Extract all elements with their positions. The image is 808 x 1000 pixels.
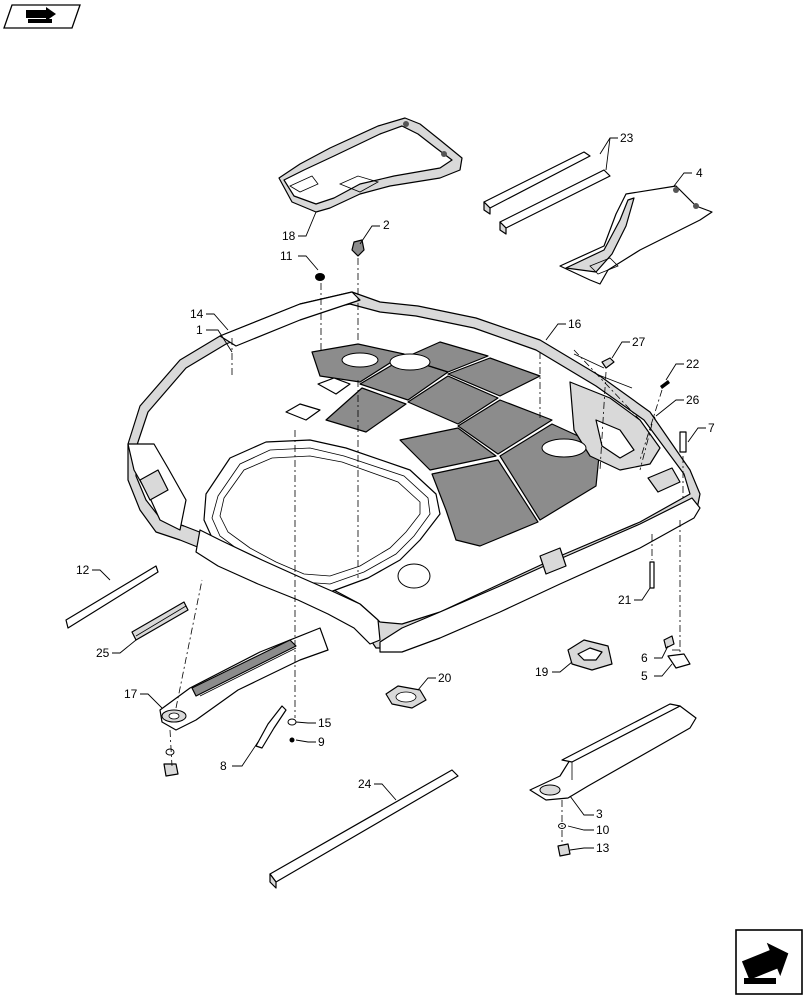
callout-10: 10 xyxy=(567,823,610,837)
callout-27-label: 27 xyxy=(632,335,646,349)
callout-12-label: 12 xyxy=(76,563,90,577)
callout-3: 3 xyxy=(569,795,603,821)
callout-11: 11 xyxy=(280,249,319,271)
callout-25-label: 25 xyxy=(96,646,110,660)
callout-26: 26 xyxy=(655,393,700,417)
callout-7-label: 7 xyxy=(708,421,715,435)
part-3-duct xyxy=(529,703,697,801)
assembly-lines xyxy=(169,258,684,844)
callout-5: 5 xyxy=(641,663,673,683)
callout-19-label: 19 xyxy=(535,665,549,679)
callout-1-label: 1 xyxy=(196,323,203,337)
callout-12: 12 xyxy=(76,563,111,581)
part-2-clip xyxy=(351,239,365,257)
callout-8-label: 8 xyxy=(220,759,227,773)
callout-18-label: 18 xyxy=(282,229,296,243)
callout-10-label: 10 xyxy=(596,823,610,837)
part-27-clip xyxy=(601,357,615,369)
callout-9-label: 9 xyxy=(318,735,325,749)
part-15-washer xyxy=(287,718,297,726)
callout-21: 21 xyxy=(618,587,651,607)
callout-17: 17 xyxy=(124,687,163,709)
callout-4-label: 4 xyxy=(696,166,703,180)
part-21-rod xyxy=(649,561,655,589)
callout-13-label: 13 xyxy=(596,841,610,855)
part-23-strips xyxy=(483,151,611,235)
part-5-bracket xyxy=(667,649,691,669)
part-7-bolt xyxy=(679,431,687,453)
callout-25: 25 xyxy=(96,639,137,660)
callout-14-label: 14 xyxy=(190,307,204,321)
next-arrow-icon[interactable] xyxy=(735,929,803,995)
callout-1: 1 xyxy=(196,323,233,353)
callout-22-label: 22 xyxy=(686,357,700,371)
callout-17-label: 17 xyxy=(124,687,138,701)
callout-4: 4 xyxy=(673,166,703,187)
callout-24: 24 xyxy=(358,777,397,801)
callout-15-label: 15 xyxy=(318,716,332,730)
callout-27: 27 xyxy=(611,335,646,359)
part-9-nut xyxy=(289,737,295,743)
callout-16: 16 xyxy=(545,317,582,341)
callout-6: 6 xyxy=(641,645,669,665)
part-25-seal xyxy=(131,601,189,641)
callout-18: 18 xyxy=(282,211,317,243)
callout-9: 9 xyxy=(295,735,325,749)
callout-23-label: 23 xyxy=(620,131,634,145)
part-4-cover xyxy=(559,185,713,285)
callout-16-label: 16 xyxy=(568,317,582,331)
callout-22: 22 xyxy=(665,357,700,381)
part-8-bracket xyxy=(255,705,287,749)
callout-8: 8 xyxy=(220,741,259,773)
part-20-gasket xyxy=(385,685,427,709)
callout-26-label: 26 xyxy=(686,393,700,407)
callout-15: 15 xyxy=(295,716,332,730)
callout-5-label: 5 xyxy=(641,669,648,683)
part-12-strip xyxy=(65,565,159,629)
callout-11-label: 11 xyxy=(280,249,293,263)
part-17-fastener xyxy=(163,748,179,777)
part-1-roof-frame xyxy=(127,291,701,653)
callout-24-label: 24 xyxy=(358,777,372,791)
part-24-strip xyxy=(269,769,459,889)
callout-21-label: 21 xyxy=(618,593,632,607)
part-18-cover xyxy=(278,117,463,213)
part-13-nut xyxy=(557,843,571,857)
part-11-cap xyxy=(315,273,325,281)
part-6-screw xyxy=(663,635,675,649)
callout-2-label: 2 xyxy=(383,218,390,232)
book-arrow-icon[interactable] xyxy=(3,4,81,29)
callout-2: 2 xyxy=(359,218,390,245)
part-22-pin xyxy=(660,380,670,389)
part-19-gasket xyxy=(567,639,613,671)
callout-3-label: 3 xyxy=(596,807,603,821)
callout-13: 13 xyxy=(569,841,610,855)
callout-14: 14 xyxy=(190,307,229,331)
callout-20: 20 xyxy=(417,671,452,691)
part-17-duct xyxy=(159,627,329,731)
callout-7: 7 xyxy=(687,421,715,443)
callout-6-label: 6 xyxy=(641,651,648,665)
callout-20-label: 20 xyxy=(438,671,452,685)
callout-19: 19 xyxy=(535,661,573,679)
callout-23: 23 xyxy=(599,131,634,171)
